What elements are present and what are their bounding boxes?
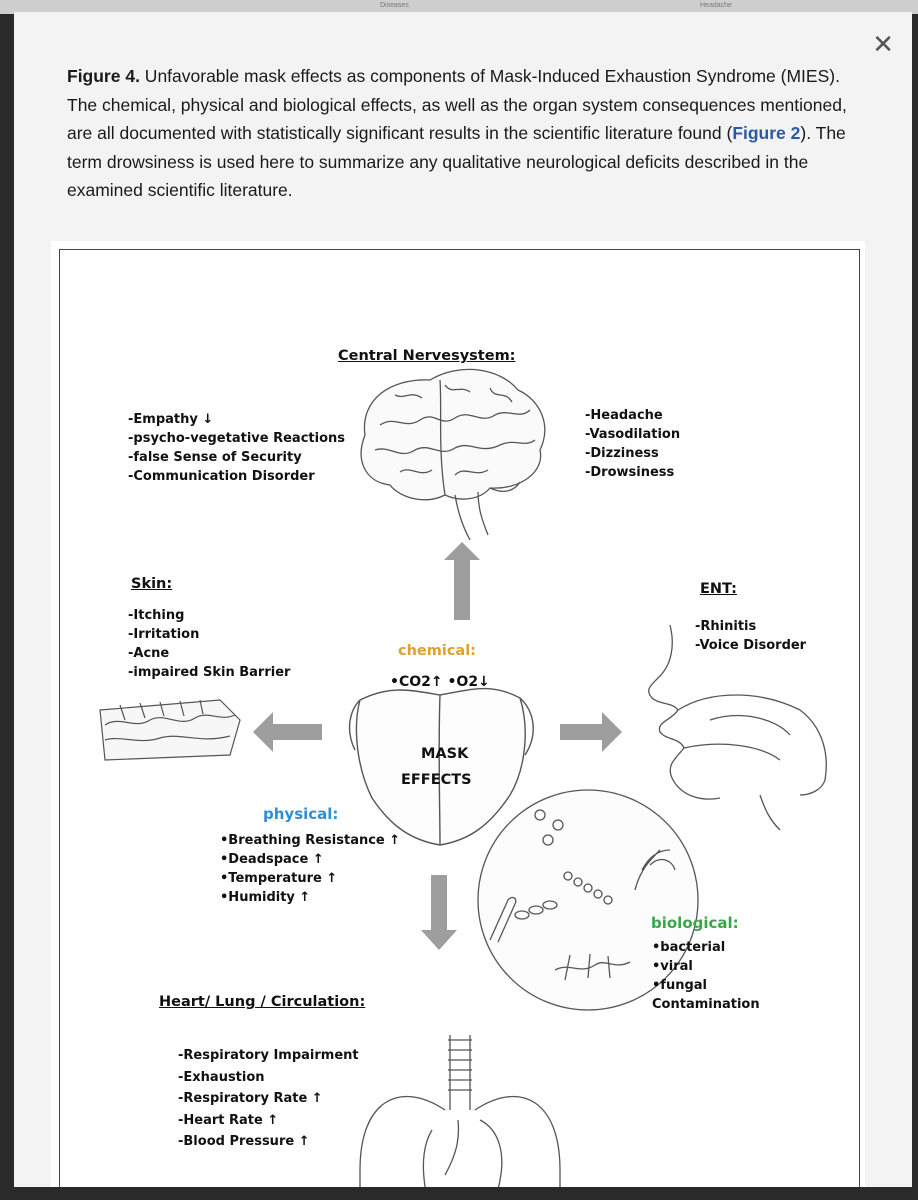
biological-list: •bacterial •viral •fungal Contamination — [652, 938, 760, 1014]
right-arrow — [560, 712, 622, 752]
mask-label: EFFECTS — [401, 772, 472, 788]
mask-drawing — [348, 687, 534, 846]
list-item: -Drowsiness — [585, 465, 675, 480]
caption-text: Unfavorable mask effects as components o… — [67, 66, 847, 143]
left-arrow — [253, 712, 322, 752]
list-item: •bacterial — [652, 940, 726, 955]
skin-list: -Itching -Irritation -Acne -impaired Ski… — [128, 606, 290, 682]
background-page-strip: Diseases Headache — [0, 0, 918, 14]
list-item: -Rhinitis — [695, 619, 757, 634]
heart-lung-title: Heart/ Lung / Circulation: — [159, 994, 366, 1010]
skin-title: Skin: — [131, 576, 173, 592]
figure-lightbox-modal: ✕ Figure 4. Unfavorable mask effects as … — [14, 12, 912, 1187]
cns-right-list: -Headache -Vasodilation -Dizziness -Drow… — [585, 406, 680, 482]
list-item: -Vasodilation — [585, 427, 681, 442]
list-item: •viral — [652, 959, 693, 974]
list-item: -Irritation — [128, 627, 200, 642]
physical-list: •Breathing Resistance ↑ •Deadspace ↑ •Te… — [220, 831, 400, 907]
figure-image-frame: Central Nervesystem: -Empathy ↓ -psycho-… — [51, 241, 865, 1187]
list-item: -Respiratory Impairment — [178, 1048, 359, 1063]
physical-title: physical: — [263, 805, 339, 823]
caption-text: ). The term drowsiness is used here to s… — [67, 123, 846, 200]
list-item: •Breathing Resistance ↑ — [220, 833, 401, 848]
figure-caption: Figure 4. Unfavorable mask effects as co… — [67, 62, 857, 205]
ent-list: -Rhinitis -Voice Disorder — [695, 617, 806, 655]
figure-label: Figure 4. — [67, 66, 140, 86]
ent-title: ENT: — [700, 581, 737, 597]
close-button[interactable]: ✕ — [872, 30, 894, 60]
background-text: Diseases — [380, 2, 409, 9]
ent-face-drawing — [648, 624, 827, 831]
down-arrow — [421, 875, 457, 950]
list-item: -Headache — [585, 408, 663, 423]
list-item: •Humidity ↑ — [220, 890, 311, 905]
list-item: -Voice Disorder — [695, 638, 807, 653]
list-item: -false Sense of Security — [128, 450, 302, 465]
cns-left-list: -Empathy ↓ -psycho-vegetative Reactions … — [128, 410, 345, 486]
list-item: •Deadspace ↑ — [220, 852, 324, 867]
brain-drawing — [360, 368, 546, 541]
cns-title: Central Nervesystem: — [338, 348, 516, 364]
list-item: -Respiratory Rate ↑ — [178, 1091, 323, 1106]
figure-image: Central Nervesystem: -Empathy ↓ -psycho-… — [59, 249, 860, 1187]
list-item: -Acne — [128, 646, 170, 661]
heart-lung-list: -Respiratory Impairment -Exhaustion -Res… — [178, 1045, 359, 1153]
figure-illustration — [99, 368, 827, 1187]
list-item: •Temperature ↑ — [220, 871, 338, 886]
biological-title: biological: — [651, 914, 739, 932]
list-item: -Blood Pressure ↑ — [178, 1134, 310, 1149]
list-item: -impaired Skin Barrier — [128, 665, 291, 680]
list-item: -Empathy ↓ — [128, 412, 214, 427]
list-item: •fungal — [652, 978, 708, 993]
list-item: -Itching — [128, 608, 185, 623]
list-item: -Heart Rate ↑ — [178, 1112, 279, 1128]
microbe-circle-drawing — [477, 789, 699, 1011]
chemical-title: chemical: — [398, 643, 476, 659]
list-item: -Dizziness — [585, 446, 659, 461]
list-item: -Exhaustion — [178, 1069, 265, 1085]
chemical-items: •CO2↑ •O2↓ — [390, 674, 490, 690]
lungs-drawing — [359, 1035, 561, 1187]
background-text: Headache — [700, 2, 732, 9]
figure-2-link[interactable]: Figure 2 — [732, 123, 801, 143]
list-item: -Communication Disorder — [128, 469, 315, 484]
skin-drawing — [99, 699, 241, 761]
mask-label: MASK — [421, 746, 469, 762]
list-item: -psycho-vegetative Reactions — [128, 431, 345, 446]
list-item: Contamination — [652, 997, 760, 1012]
up-arrow — [444, 542, 480, 620]
